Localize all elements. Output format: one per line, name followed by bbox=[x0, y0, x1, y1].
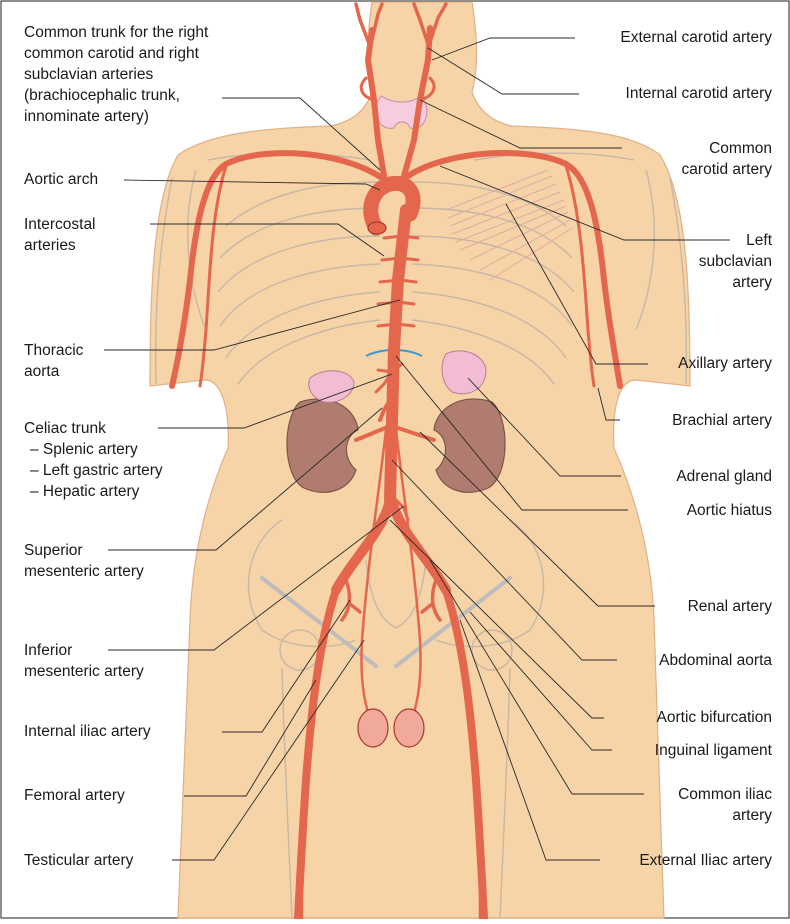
label-superior-mesenteric: Superior mesenteric artery bbox=[24, 540, 144, 582]
label-brachiocephalic-trunk: Common trunk for the right common caroti… bbox=[24, 22, 208, 127]
label-common-iliac: Common iliac artery bbox=[678, 784, 772, 826]
right-testis bbox=[358, 709, 388, 747]
right-internal-carotid bbox=[356, 4, 370, 46]
label-aortic-bifurcation: Aortic bifurcation bbox=[657, 707, 772, 728]
label-common-carotid: Common carotid artery bbox=[682, 138, 772, 180]
label-aortic-arch: Aortic arch bbox=[24, 169, 98, 190]
label-internal-carotid: Internal carotid artery bbox=[626, 83, 772, 104]
torso-outline bbox=[150, 2, 690, 918]
label-celiac-trunk: Celiac trunk – Splenic artery – Left gas… bbox=[24, 418, 163, 502]
label-abdominal-aorta: Abdominal aorta bbox=[659, 650, 772, 671]
label-external-carotid: External carotid artery bbox=[620, 27, 772, 48]
label-testicular: Testicular artery bbox=[24, 850, 133, 871]
label-left-subclavian: Left subclavian artery bbox=[699, 230, 772, 293]
label-aortic-hiatus: Aortic hiatus bbox=[687, 500, 772, 521]
label-renal-artery: Renal artery bbox=[688, 596, 772, 617]
ascending-aorta-cut bbox=[368, 222, 386, 234]
label-inguinal-ligament: Inguinal ligament bbox=[655, 740, 772, 761]
label-brachial: Brachial artery bbox=[672, 410, 772, 431]
label-femoral: Femoral artery bbox=[24, 785, 125, 806]
label-axillary: Axillary artery bbox=[678, 353, 772, 374]
body-silhouette bbox=[150, 2, 690, 918]
label-external-iliac: External Iliac artery bbox=[639, 850, 772, 871]
left-testis bbox=[394, 709, 424, 747]
label-inferior-mesenteric: Inferior mesenteric artery bbox=[24, 640, 144, 682]
label-internal-iliac: Internal iliac artery bbox=[24, 721, 151, 742]
label-adrenal-gland: Adrenal gland bbox=[676, 466, 772, 487]
label-intercostal-arteries: Intercostal arteries bbox=[24, 214, 96, 256]
label-thoracic-aorta: Thoracic aorta bbox=[24, 340, 83, 382]
left-adrenal bbox=[442, 351, 486, 394]
